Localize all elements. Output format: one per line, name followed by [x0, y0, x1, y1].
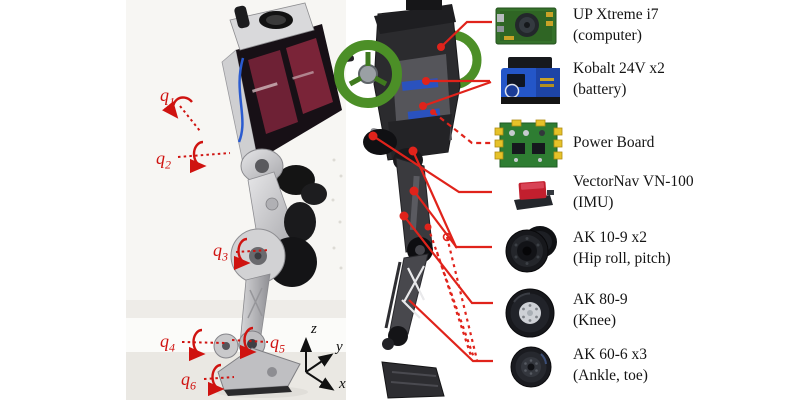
cable-blue	[237, 57, 245, 143]
x-axis-arrow	[305, 371, 335, 391]
component-item: AK 60-6 x3 (Ankle, toe)	[573, 344, 788, 386]
component-thumb-imu	[514, 181, 554, 210]
joint-arrows	[162, 96, 271, 397]
component-role: (Knee)	[573, 312, 617, 329]
component-thumb-hip-motor	[505, 226, 557, 273]
joint-label-q3: q3	[213, 241, 228, 263]
y-axis-arrow	[305, 353, 334, 373]
q5-rotation-arrow	[239, 326, 257, 360]
component-name: AK 80-9	[573, 291, 628, 308]
q2-symbol: q	[156, 148, 165, 168]
callout-line-computer	[440, 20, 492, 48]
q5-axis-line	[231, 339, 269, 343]
component-thumb-power-board	[494, 119, 563, 168]
callout-line-knee	[403, 215, 493, 305]
q6-index: 6	[190, 378, 196, 393]
component-thumb-computer	[495, 7, 557, 45]
callout-line-ankle-solid	[408, 299, 493, 363]
q4-index: 4	[169, 340, 175, 355]
q3-symbol: q	[213, 240, 222, 260]
thigh-motor	[284, 202, 316, 242]
cad-foot	[381, 326, 445, 399]
q3-index: 3	[222, 249, 228, 264]
q3-rotation-arrow	[233, 237, 251, 271]
component-item: VectorNav VN-100 (IMU)	[573, 171, 788, 213]
joint-label-q5: q5	[270, 333, 285, 355]
callout-line-ankle-dash-1	[426, 226, 476, 359]
guard-wheel-left	[334, 40, 402, 108]
joint-label-q6: q6	[181, 370, 196, 392]
q6-rotation-arrow	[207, 363, 225, 397]
callout-open-dot	[442, 232, 452, 242]
component-thumb-ankle-motor	[510, 346, 552, 388]
torso	[221, 2, 355, 169]
component-thumb-knee-motor	[505, 288, 555, 338]
q4-symbol: q	[160, 331, 169, 351]
component-role: (battery)	[573, 81, 627, 98]
q1-symbol: q	[160, 85, 169, 105]
q4-rotation-arrow	[188, 328, 206, 362]
q6-symbol: q	[181, 369, 190, 389]
component-role: (Ankle, toe)	[573, 367, 648, 384]
joint-label-q1: q1	[160, 86, 175, 108]
component-item: Kobalt 24V x2 (battery)	[573, 58, 788, 100]
component-name: Power Board	[573, 134, 655, 151]
joint-label-q2: q2	[156, 149, 171, 171]
x-axis-label: x	[339, 376, 346, 392]
shin-truss	[247, 287, 263, 319]
callout-dots	[368, 43, 452, 242]
q5-symbol: q	[270, 332, 279, 352]
component-item: Power Board	[573, 132, 788, 153]
q6-axis-line	[203, 376, 235, 380]
q2-index: 2	[165, 157, 171, 172]
coordinate-frame	[300, 337, 335, 391]
joint-label-q4: q4	[160, 332, 175, 354]
component-thumb-battery	[501, 57, 560, 104]
q5-index: 5	[279, 341, 285, 356]
callout-line-ankle-dash-3	[435, 251, 473, 357]
component-name: AK 60-6 x3	[573, 346, 648, 363]
wall-dots	[331, 158, 343, 270]
cad-shin	[384, 253, 429, 335]
component-name: UP Xtreme i7	[573, 6, 659, 23]
component-role: (computer)	[573, 27, 642, 44]
callout-line-imu	[372, 135, 492, 194]
right-robot-render	[334, 0, 482, 399]
component-item: AK 80-9 (Knee)	[573, 289, 788, 331]
component-name: VectorNav VN-100	[573, 173, 694, 190]
callout-line-power-board	[432, 111, 492, 145]
q1-index: 1	[169, 94, 175, 109]
component-item: UP Xtreme i7 (computer)	[573, 4, 788, 46]
q2-rotation-arrow	[189, 140, 207, 174]
q1-rotation-arrow	[162, 96, 193, 119]
component-role: (IMU)	[573, 194, 614, 211]
q4-axis-line	[181, 341, 227, 344]
y-axis-label: y	[336, 339, 343, 355]
component-name: Kobalt 24V x2	[573, 60, 665, 77]
component-name: AK 10-9 x2	[573, 229, 648, 246]
component-item: AK 10-9 x2 (Hip roll, pitch)	[573, 227, 788, 269]
z-axis-label: z	[311, 321, 317, 337]
callout-line-ankle-dash-2	[445, 236, 479, 361]
component-role: (Hip roll, pitch)	[573, 250, 671, 267]
callout-line-battery-2	[422, 80, 492, 108]
